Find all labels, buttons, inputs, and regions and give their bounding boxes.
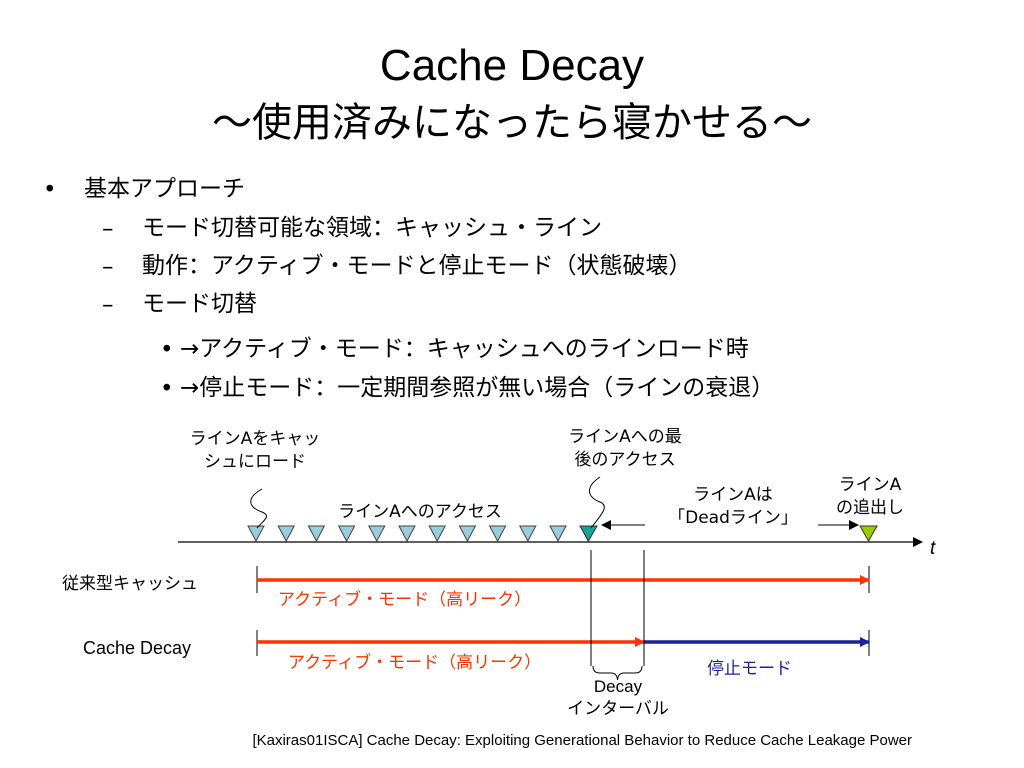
bullet-mode-switch: モード切替: [142, 291, 257, 317]
decay-interval-line1: Decay: [593, 677, 643, 696]
bullet-to-active: →アクティブ・モード：キャッシュへのラインロード時: [180, 336, 749, 362]
load-label: ラインAをキャッ シュにロード: [170, 428, 340, 474]
last-access-line2: 後のアクセス: [574, 450, 676, 470]
dead-line-line2: 「Deadライン」: [668, 508, 798, 528]
bullet-marker: –: [102, 292, 114, 318]
bullet-operation: 動作：アクティブ・モードと停止モード（状態破壊）: [142, 253, 692, 279]
decay-active-mode-label: アクティブ・モード（高リーク）: [288, 653, 542, 673]
bullet-to-stop: →停止モード：一定期間参照が無い場合（ラインの衰退）: [180, 375, 775, 401]
last-access-marker: [579, 525, 598, 543]
decay-interval-brace: [592, 665, 643, 681]
access-marker: [458, 525, 477, 543]
conventional-cache-label: 従来型キャッシュ: [62, 574, 198, 594]
access-marker: [247, 525, 265, 543]
conventional-mode-label: アクティブ・モード（高リーク）: [278, 590, 532, 610]
cache-decay-label: Cache Decay: [83, 638, 192, 658]
load-pointer: [250, 488, 267, 529]
page-subtitle: ～使用済みになったら寝かせる～: [212, 100, 812, 146]
access-marker: [549, 525, 567, 543]
last-access-pointer: [589, 476, 605, 529]
decay-interval-label: Decay インターバル: [548, 675, 688, 721]
bullet-switchable-region: モード切替可能な領域：キャッシュ・ライン: [142, 215, 602, 241]
bullet-marker: •: [43, 177, 57, 203]
time-axis-label: t: [930, 538, 936, 559]
last-access-line1: ラインAへの最: [568, 427, 682, 447]
access-marker: [518, 525, 537, 543]
evict-line2: の追出し: [836, 498, 904, 518]
load-label-line2: シュにロード: [204, 452, 306, 472]
bullet-marker: •: [160, 376, 174, 402]
access-marker: [367, 525, 386, 543]
bullet-marker: –: [102, 254, 114, 280]
evict-line1: ラインA: [838, 475, 902, 495]
load-label-line1: ラインAをキャッ: [189, 429, 321, 449]
access-label: ラインAへのアクセス: [338, 502, 502, 522]
dead-line-label: ラインAは 「Deadライン」: [648, 484, 818, 530]
last-access-label: ラインAへの最 後のアクセス: [545, 426, 705, 472]
access-marker: [398, 525, 416, 543]
access-marker: [277, 525, 296, 543]
evict-label: ラインA の追出し: [815, 474, 925, 520]
access-marker: [488, 525, 507, 543]
decay-stop-mode-label: 停止モード: [707, 659, 792, 679]
access-marker: [428, 525, 447, 543]
citation: [Kaxiras01ISCA] Cache Decay: Exploiting …: [252, 732, 912, 749]
decay-interval-line2: インターバル: [567, 699, 669, 719]
bullet-marker: •: [160, 337, 174, 363]
page-title: Cache Decay: [379, 41, 645, 90]
evict-marker: [859, 525, 878, 543]
dead-line-line1: ラインAは: [693, 485, 773, 505]
access-marker: [337, 525, 356, 543]
bullet-basic-approach: 基本アプローチ: [84, 176, 245, 202]
bullet-marker: –: [102, 216, 114, 242]
access-marker: [307, 525, 326, 543]
